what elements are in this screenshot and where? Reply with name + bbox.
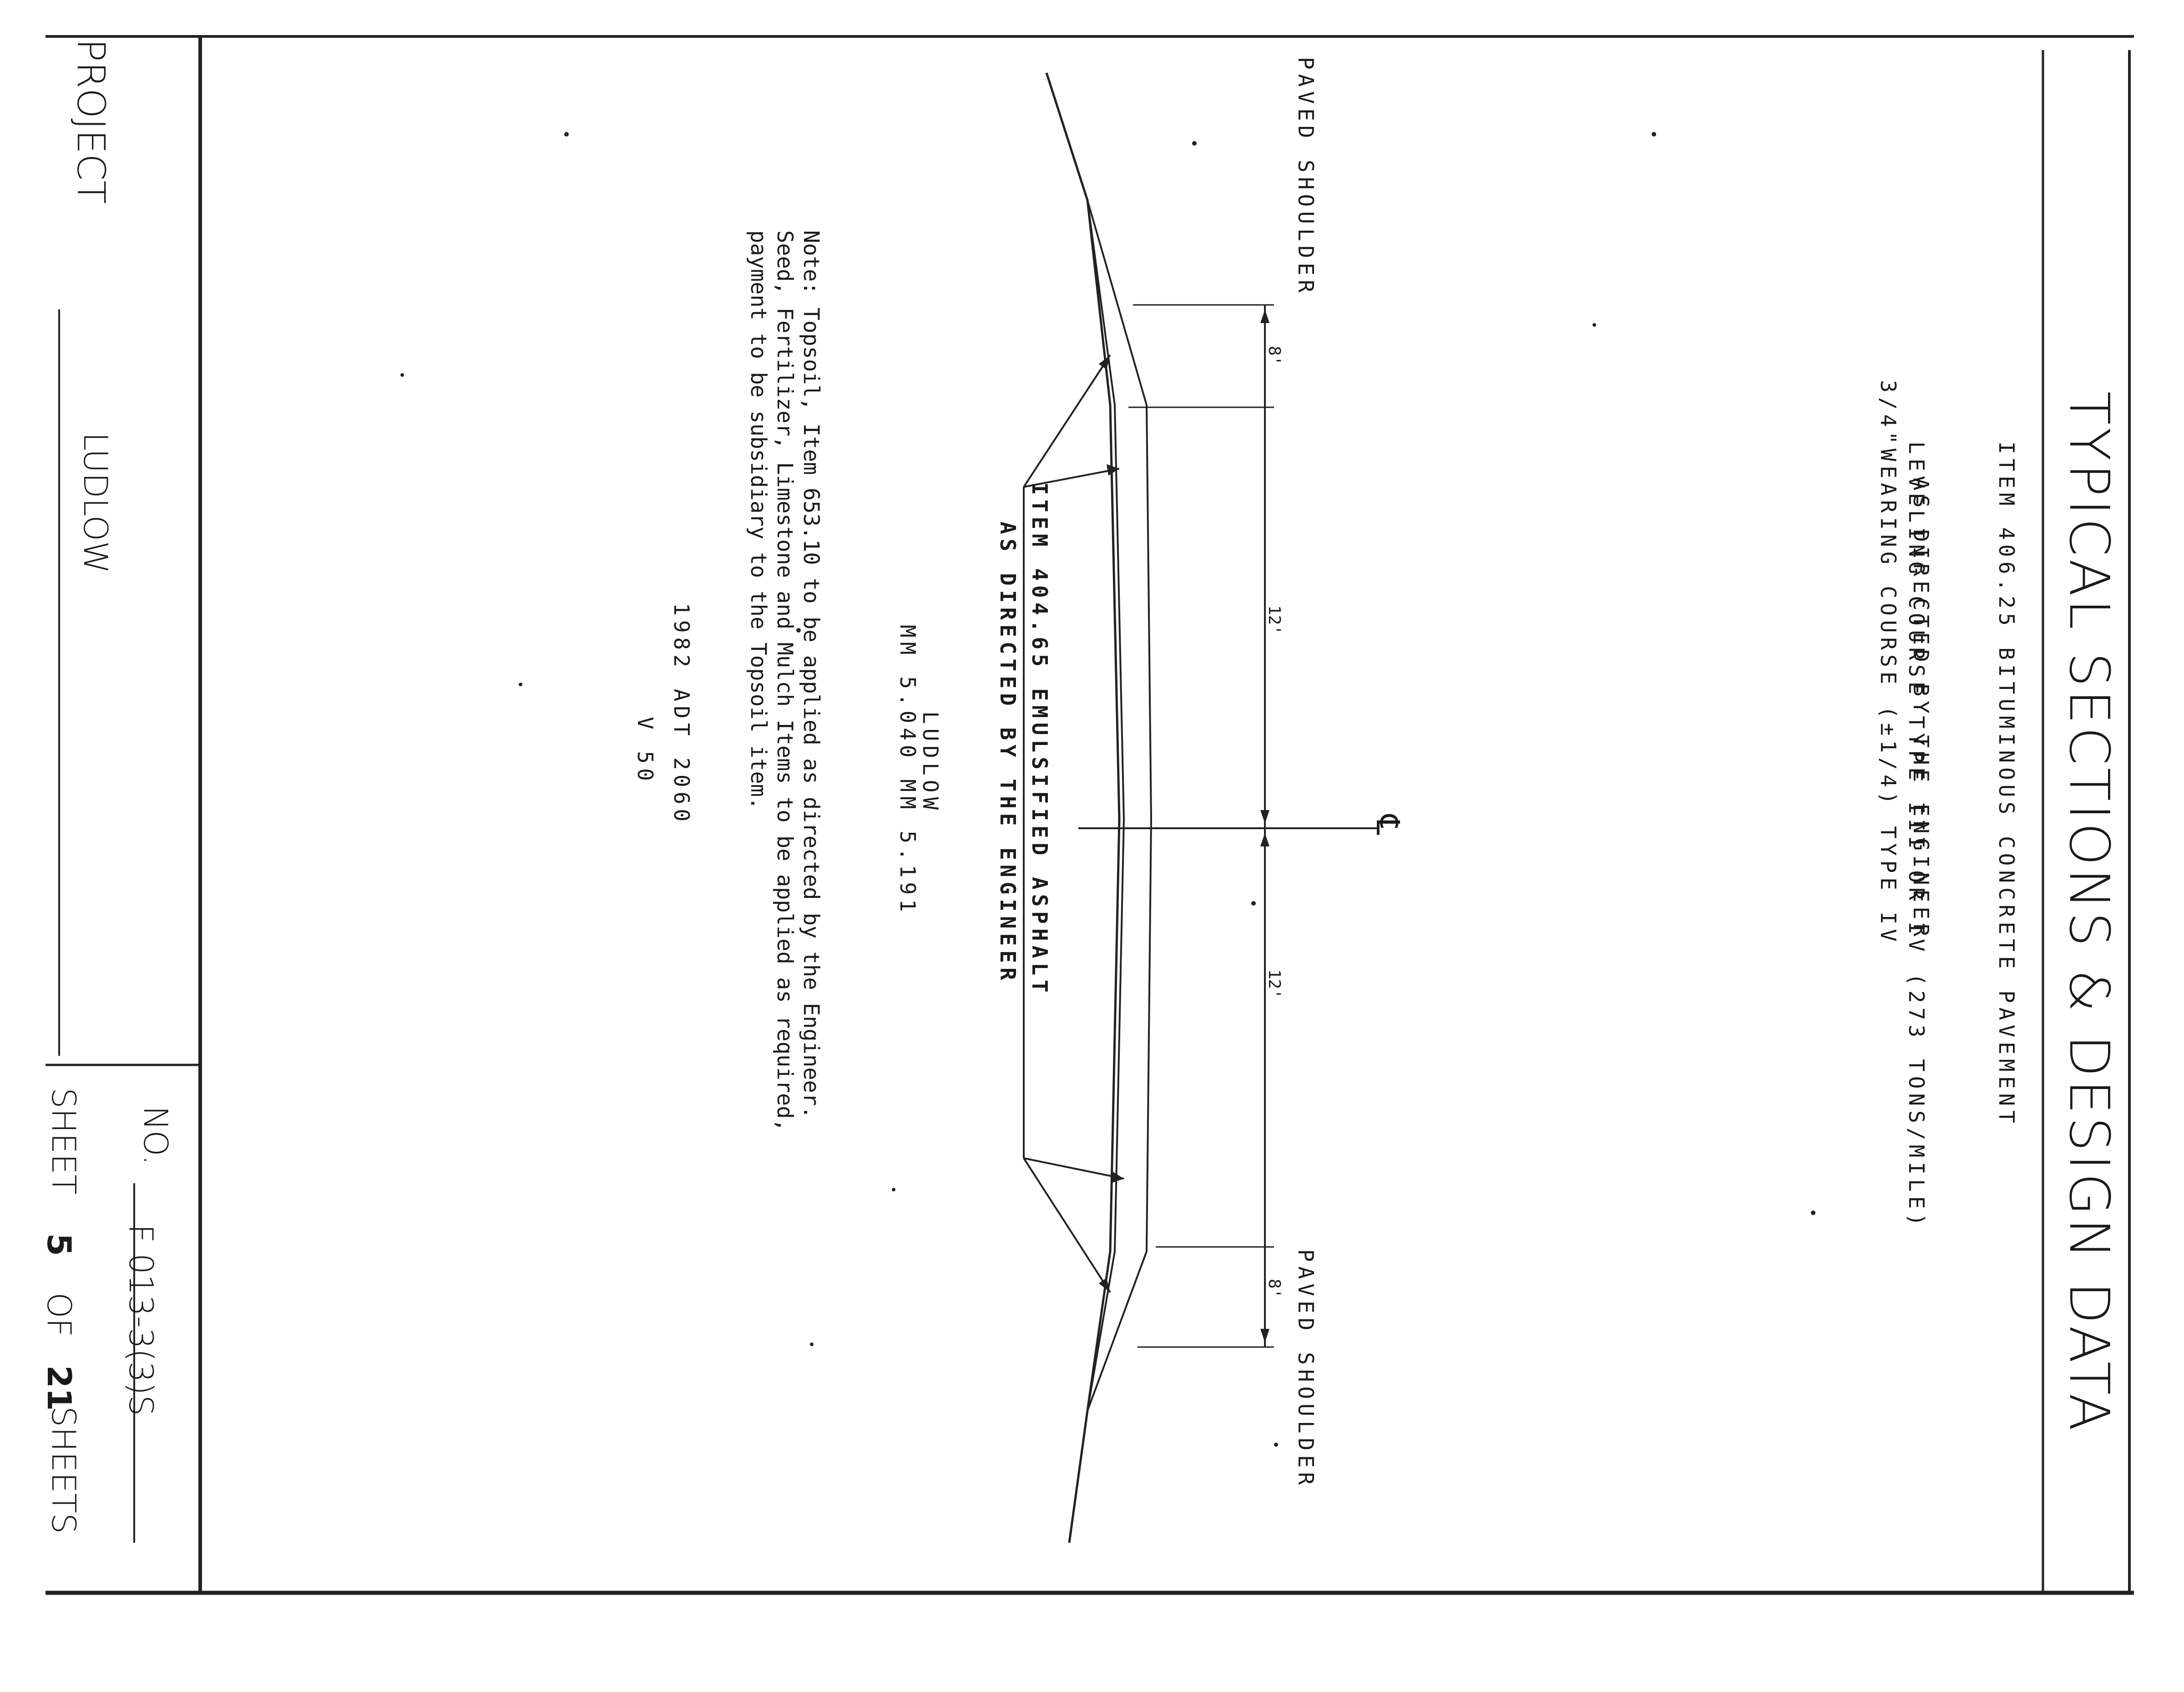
leader-line [1023, 354, 1111, 488]
leader-line [1023, 1157, 1111, 1293]
leader-arrow [1099, 355, 1110, 370]
pavement-top [1087, 200, 1125, 1411]
scan-speck [1652, 132, 1656, 137]
sheets-label: SHEETS [45, 1406, 83, 1534]
of-label: OF [40, 1292, 78, 1337]
dimension-lane-right: 12' [1265, 969, 1284, 999]
no-label: NO. [136, 1106, 175, 1165]
item-406-line-3: AS DIRECTED BY THE ENGINEER [1909, 478, 1933, 941]
leader-line [1023, 468, 1120, 488]
leader-arrow [1099, 1278, 1110, 1292]
scan-speck [564, 132, 569, 137]
scan-speck [810, 1342, 814, 1346]
project-number: F 013-3(3)S [122, 1224, 160, 1416]
scan-speck [1251, 901, 1256, 906]
item-404-line-1: ITEM 404.65 EMULSIFIED ASPHALT [1027, 482, 1052, 997]
paved-shoulder-left-label: PAVED SHOULDER [1294, 57, 1318, 297]
note-line-2: Seed, Fertilizer, Limestone and Mulch It… [772, 230, 797, 1132]
total-sheets: 21 [40, 1365, 78, 1411]
dim-arrow [1260, 309, 1269, 323]
dimension-shoulder-right: 8' [1265, 1279, 1284, 1299]
scan-speck [519, 683, 522, 686]
note-line-3: payment to be subsidiary to the Topsoil … [746, 230, 771, 810]
dimension-shoulder-left: 8' [1265, 346, 1284, 366]
scan-speck [1592, 323, 1596, 327]
sheet-number: 5 [40, 1233, 78, 1256]
scan-speck [796, 628, 801, 633]
dim-arrow [1260, 1329, 1269, 1342]
ground-line [1045, 72, 1121, 1543]
centerline-symbol: ℄ [1369, 815, 1406, 835]
item-406-line-1: ITEM 406.25 BITUMINOUS CONCRETE PAVEMENT [1994, 441, 2019, 1128]
item-404-line-2: AS DIRECTED BY THE ENGINEER [996, 522, 1020, 985]
sheet-label: SHEET [45, 1088, 83, 1195]
pavement-bottom [1087, 200, 1153, 1411]
project-label: PROJECT [69, 39, 113, 204]
paved-shoulder-right-label: PAVED SHOULDER [1294, 1249, 1318, 1489]
design-adt: 1982 ADT 2060 [669, 603, 694, 826]
design-location: LUDLOW [918, 711, 943, 815]
dimension-lane-left: 12' [1265, 605, 1284, 635]
scan-speck [400, 373, 404, 377]
note-line-1: Note: Topsoil, Item 653.10 to be applied… [799, 230, 824, 1119]
dim-arrow [1260, 810, 1269, 824]
leader-arrow [1111, 1172, 1124, 1183]
leader-arrow [1107, 464, 1119, 476]
leader-line [1023, 1157, 1124, 1180]
scan-speck [892, 1188, 895, 1191]
scan-speck [1192, 141, 1197, 146]
scan-speck [1274, 1443, 1278, 1447]
item-406-line-4: 3/4"WEARING COURSE (±1/4) TYPE IV [1876, 380, 1901, 946]
sheet-title: TYPICAL SECTIONS & DESIGN DATA [2057, 391, 2120, 1434]
design-mileposts: MM 5.040 MM 5.191 [895, 625, 920, 917]
project-value: LUDLOW [76, 432, 115, 574]
scan-speck [1811, 1211, 1815, 1215]
dim-arrow [1260, 833, 1269, 846]
design-v: V 50 [633, 717, 657, 785]
